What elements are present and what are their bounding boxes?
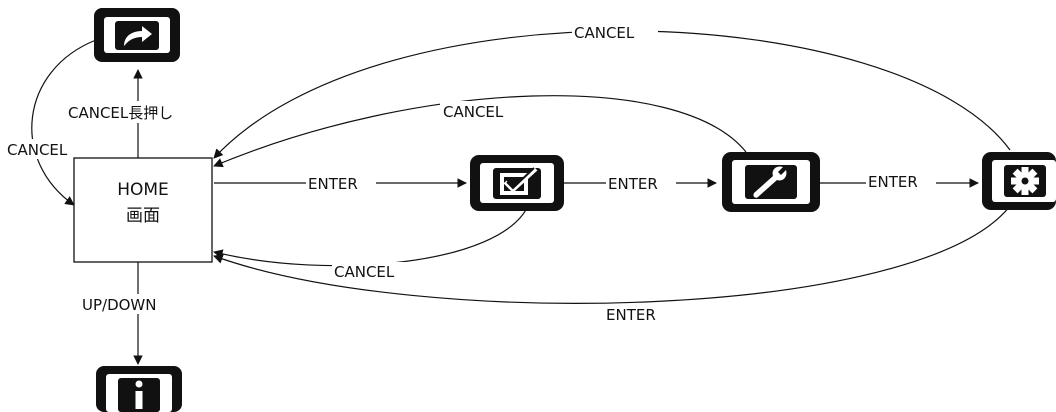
label-wrench-to-gear: ENTER [868,173,918,191]
label-home-to-shortcut: CANCEL長押し [68,104,173,122]
label-check-cancel: CANCEL [334,263,395,281]
edge-shortcut-to-home [31,39,97,206]
label-check-to-wrench: ENTER [608,175,658,193]
label-home-to-info: UP/DOWN [82,296,157,314]
label-wrench-cancel: CANCEL [443,103,504,121]
label-home-to-check: ENTER [308,175,358,193]
share-arrow-icon [94,8,180,62]
wrench-icon [722,152,820,212]
edge-gear-to-home-cancel [213,30,1011,159]
label-gear-cancel: CANCEL [574,24,635,42]
edge-gear-to-home-enter [213,205,1011,304]
edge-check-to-home-cancel [213,205,529,267]
label-gear-enter: ENTER [606,306,656,324]
edge-wrench-to-home-cancel [213,95,747,168]
gear-icon [982,152,1056,210]
label-shortcut-to-home: CANCEL [7,141,68,159]
info-icon [96,366,182,412]
checkbox-icon [470,155,564,211]
home-sublabel: 画面 [126,206,160,226]
home-screen-node: HOME 画面 [73,157,213,263]
home-label: HOME [117,180,169,200]
